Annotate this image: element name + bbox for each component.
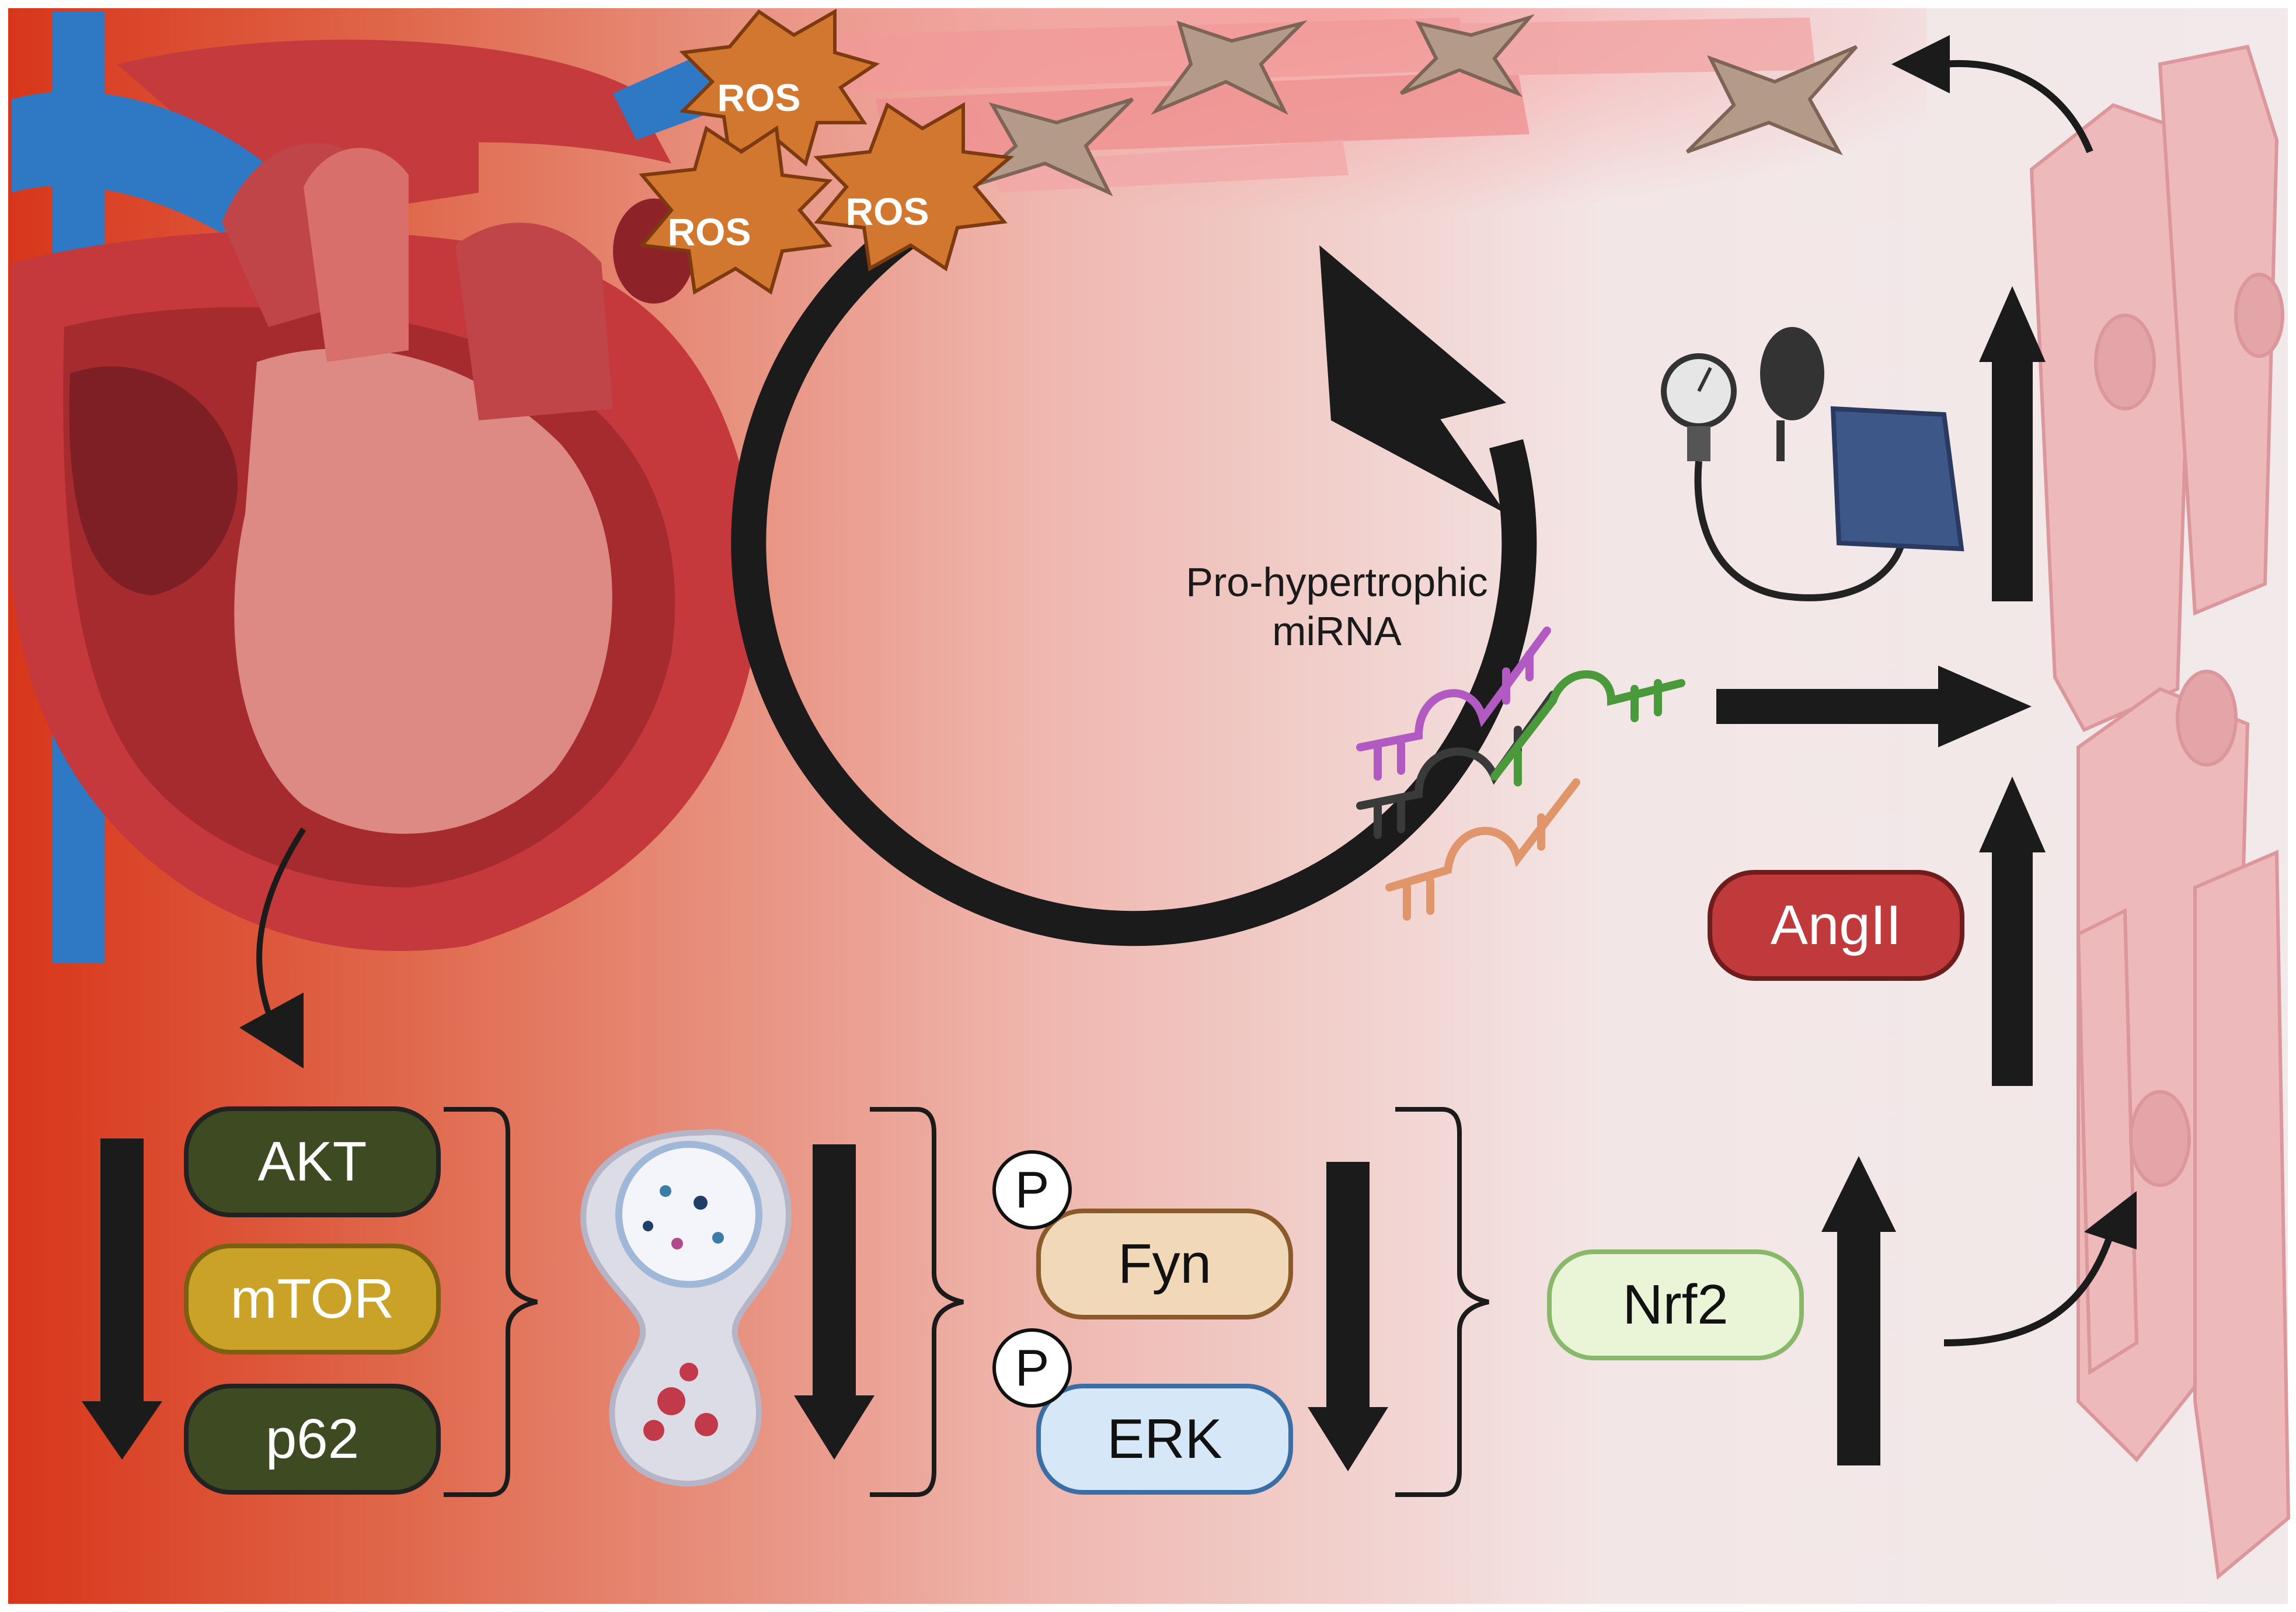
right-up-arrow-mid-shaft [1992,852,2033,1086]
curve-arrowhead-upper-right [1891,35,1950,93]
right-up-arrow-mid-head [1979,777,2046,852]
curve-arrow-upper-right [1943,60,2093,154]
nrf2-up-arrow-head [1821,1156,1896,1232]
blood-pressure-monitor-icon [1661,327,1964,601]
autophagy-down-arrow-head [794,1395,874,1460]
p62-pill: p62 [184,1384,441,1495]
ros-label-3: ROS [845,190,929,233]
erk-phospho-badge: P [992,1328,1072,1408]
autophagy-down-arrow-shaft [813,1144,856,1407]
brace-autophagy-group [870,1107,964,1497]
ros-label-1: ROS [717,76,800,119]
akt-pill: AKT [184,1106,441,1217]
autophagolysosome-icon [580,1129,792,1487]
right-up-arrow-top-head [1979,286,2046,362]
mirna-right-arrow-shaft [1716,689,1950,724]
akt-down-arrow-head [82,1401,162,1460]
erk-pill: ERK [1036,1384,1293,1495]
ros-burst-2 [639,125,833,295]
cycle-arrowhead-top-2 [1319,245,1506,420]
curve-arrow-lower-right [1943,1225,2117,1346]
fyn-erk-down-arrow-head [1308,1407,1388,1471]
cardiomyocytes-right [2029,44,2291,1580]
right-up-arrow-top-shaft [1992,362,2033,601]
brace-akt-group [444,1107,538,1497]
ros-burst-3 [813,102,1015,271]
ros-label-2: ROS [667,210,751,253]
brace-fyn-erk-group [1395,1107,1489,1497]
curve-arrowhead-lower-right [2084,1191,2137,1249]
heart-to-akt-arrowhead [239,993,304,1068]
mirna-label: Pro-hypertrophic miRNA [1186,559,1488,654]
fyn-erk-down-arrow-shaft [1326,1162,1370,1419]
nrf2-up-arrow-shaft [1837,1232,1880,1465]
mtor-pill: mTOR [184,1244,441,1355]
mirna-icons [1356,626,1685,921]
fibroblast-cells [968,14,1858,197]
fyn-phospho-badge: P [992,1150,1072,1230]
fyn-pill: Fyn [1036,1209,1293,1319]
angii-pill: AngII [1708,870,1964,981]
mirna-right-arrowhead [1938,666,2032,747]
heart-illustration [12,12,759,963]
ros-burst-1 [679,8,880,167]
ros-stars [639,8,1015,295]
nrf2-pill: Nrf2 [1547,1249,1804,1360]
akt-down-arrow-shaft [100,1139,144,1413]
